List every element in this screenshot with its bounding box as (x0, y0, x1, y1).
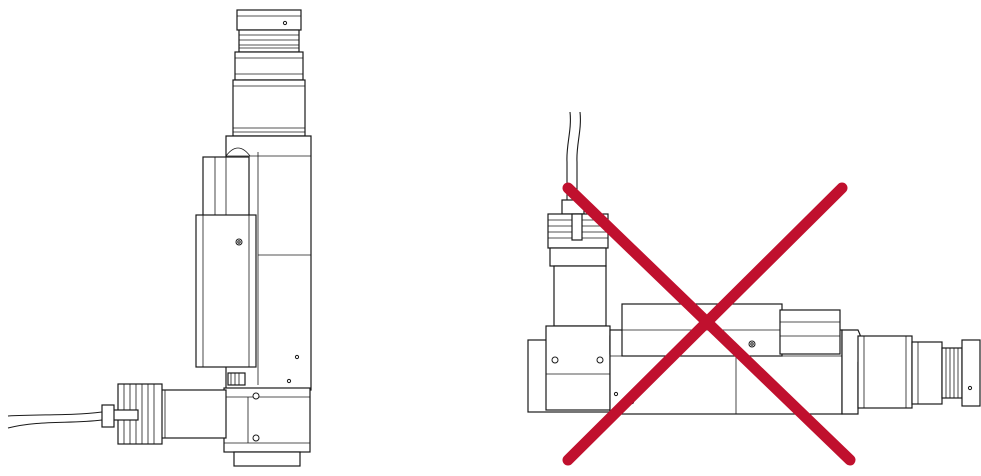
left-connector-housing (223, 372, 311, 467)
right-cable (566, 111, 581, 205)
right-view-horizontal-device (527, 111, 981, 466)
incorrect-cross-mark (562, 182, 856, 466)
left-lens-barrel (232, 29, 306, 137)
right-connector-head (547, 199, 609, 327)
left-view-vertical-device (7, 9, 312, 467)
right-connector-housing (527, 325, 625, 413)
left-cable-tube (101, 383, 227, 445)
right-lens-barrel (841, 329, 981, 415)
left-cable (7, 411, 103, 429)
left-top-lens-cap (236, 9, 302, 31)
left-side-mount-plate (195, 156, 257, 368)
